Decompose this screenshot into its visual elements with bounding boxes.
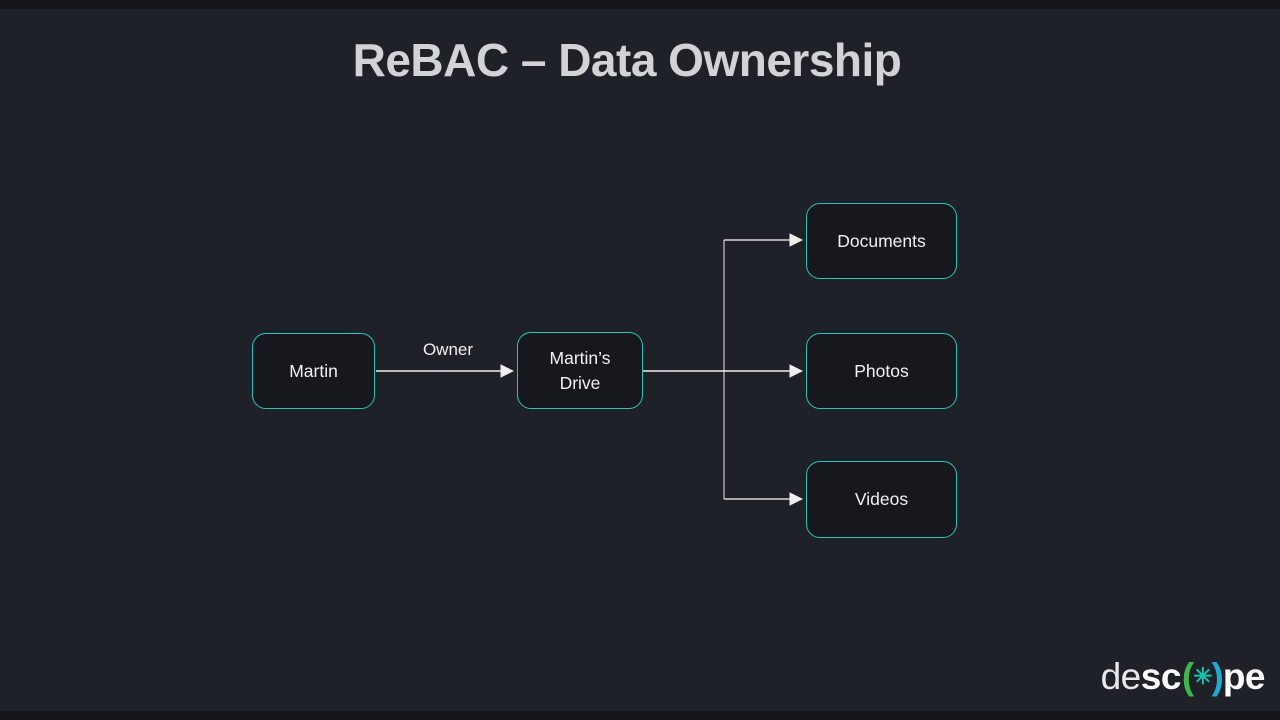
descope-logo: desc(✳)pe [1100,656,1266,698]
descope-o-paren-right: ) [1211,656,1223,697]
node-photos: Photos [806,333,957,409]
node-documents: Documents [806,203,957,279]
node-martins-drive: Martin’s Drive [517,332,643,409]
top-letterbox-bar [0,0,1280,9]
descope-o-paren-left: ( [1181,656,1194,697]
node-martin: Martin [252,333,375,409]
bottom-letterbox-bar [0,711,1280,720]
edge-label-owner: Owner [422,340,474,359]
slide-title: ReBAC – Data Ownership [352,34,902,86]
node-videos: Videos [806,461,957,538]
descope-logo-de: de [1100,656,1142,697]
descope-o-icon: (✳) [1181,656,1224,697]
descope-logo-pe: pe [1222,656,1266,697]
descope-logo-sc: sc [1140,656,1182,697]
descope-o-asterisk-icon: ✳ [1193,662,1212,689]
